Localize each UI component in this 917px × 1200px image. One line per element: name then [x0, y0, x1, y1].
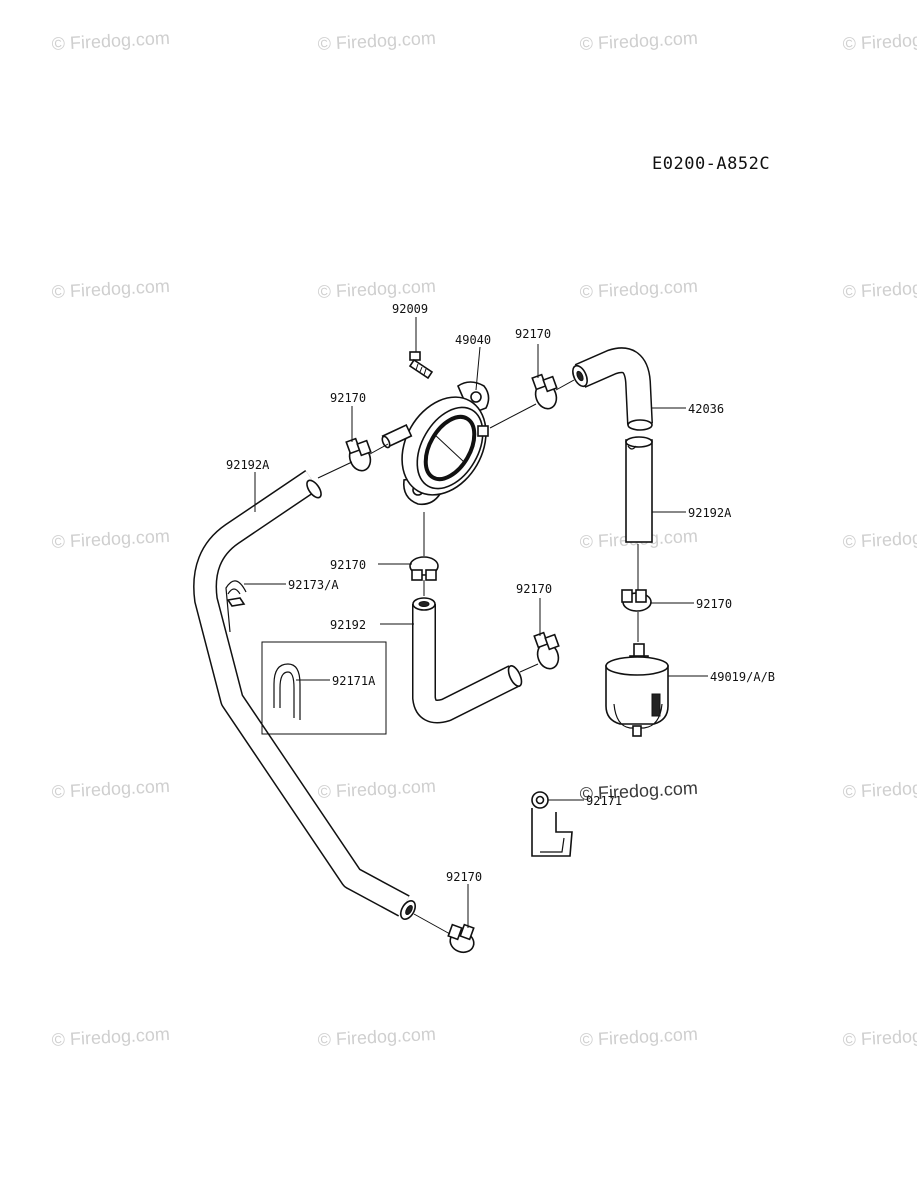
label-92171A: 92171A	[332, 674, 376, 688]
label-92009: 92009	[392, 302, 428, 316]
watermark: © Firedog.com	[842, 276, 917, 302]
clamp-92170-mid	[409, 556, 439, 581]
label-92170-left: 92170	[330, 391, 366, 405]
label-92170-mid: 92170	[330, 558, 366, 572]
watermark: © Firedog.com	[579, 276, 698, 302]
watermark: © Firedog.com	[579, 28, 698, 54]
clamp-92170-center	[533, 631, 560, 670]
assembly-lines	[317, 379, 639, 935]
label-92170-center: 92170	[516, 582, 552, 596]
label-49019AB: 49019/A/B	[710, 670, 775, 684]
watermark: © Firedog.com	[51, 28, 170, 54]
watermark: © Firedog.com	[317, 28, 436, 54]
bent-hose-92192	[412, 597, 523, 724]
watermark: © Firedog.com	[842, 1024, 917, 1050]
fuel-filter-49019	[605, 643, 669, 737]
diagram-code: E0200-A852C	[652, 154, 770, 174]
leader-lines	[244, 317, 708, 928]
elbow-hose-42036	[572, 347, 653, 431]
watermark: © Firedog.com	[579, 1024, 698, 1050]
screw-92009	[408, 351, 434, 380]
clamp-92170-top	[531, 373, 558, 410]
clip-92173A	[225, 580, 247, 633]
watermark: © Firedog.com	[317, 276, 436, 302]
label-42036: 42036	[688, 402, 724, 416]
label-92170-bottom: 92170	[446, 870, 482, 884]
clip-92171A-box	[261, 641, 387, 735]
watermark: © Firedog.com	[317, 1024, 436, 1050]
watermark: © Firedog.com	[51, 526, 170, 552]
label-92192A-right: 92192A	[688, 506, 732, 520]
watermark: © Firedog.com	[317, 776, 436, 802]
watermark: © Firedog.com	[51, 1024, 170, 1050]
watermark: © Firedog.com	[842, 28, 917, 54]
clamp-92170-right	[621, 589, 652, 612]
watermark: © Firedog.com	[51, 276, 170, 302]
straight-hose-92192A	[625, 436, 653, 543]
part-labels: 92009 49040 92170 92170 42036 92192A 921…	[226, 302, 775, 884]
clamp-92170-left	[345, 437, 372, 472]
label-92192A-left: 92192A	[226, 458, 270, 472]
label-92170-right: 92170	[696, 597, 732, 611]
label-92171: 92171	[586, 794, 622, 808]
watermark: © Firedog.com	[842, 526, 917, 552]
watermark-layer: © Firedog.com © Firedog.com © Firedog.co…	[51, 28, 917, 1050]
label-92170-top: 92170	[515, 327, 551, 341]
label-92192: 92192	[330, 618, 366, 632]
fuel-valve-49040	[381, 351, 490, 506]
clip-92171	[531, 791, 573, 857]
clamp-92170-bottom	[447, 923, 475, 954]
label-49040: 49040	[455, 333, 491, 347]
watermark: © Firedog.com	[842, 776, 917, 802]
label-92173A: 92173/A	[288, 578, 339, 592]
watermark: © Firedog.com	[51, 776, 170, 802]
long-hose-92192A	[193, 470, 417, 920]
